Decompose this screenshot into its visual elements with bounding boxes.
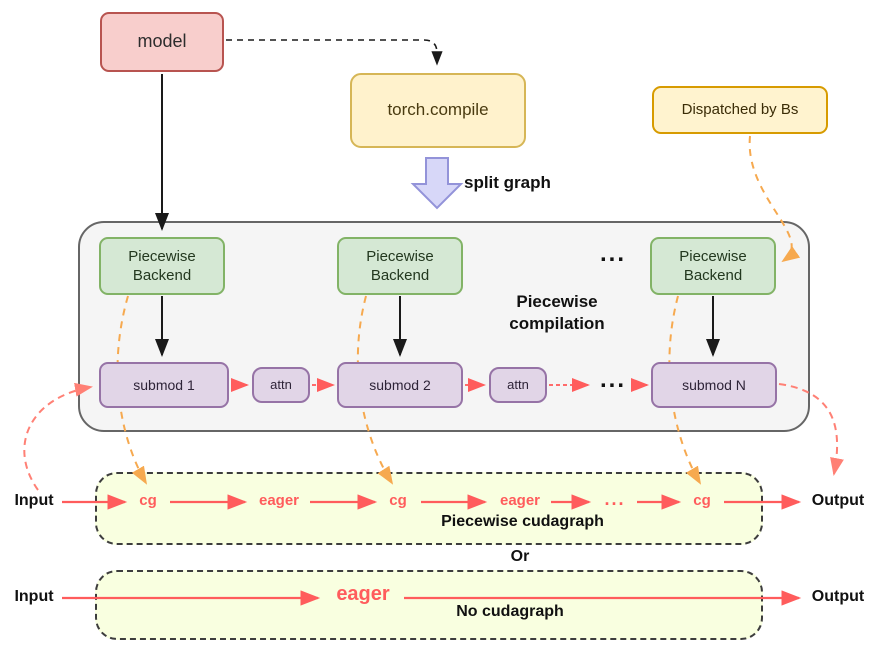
piecewise-backend-1-label: Piecewise Backend <box>128 247 196 285</box>
attn-1-node: attn <box>252 367 310 403</box>
model-node: model <box>100 12 224 72</box>
backend-row-ellipsis: ... <box>599 240 626 267</box>
submod-1-label: submod 1 <box>133 376 195 393</box>
torch-compile-node: torch.compile <box>350 73 526 148</box>
input-label-no-cudagraph-row: Input <box>14 588 54 605</box>
output-label-cudagraph-row: Output <box>811 492 865 509</box>
submod-n-label: submod N <box>682 376 746 393</box>
submod-2-node: submod 2 <box>337 362 463 408</box>
submod-2-label: submod 2 <box>369 376 431 393</box>
stage-cg-1: cg <box>139 492 157 509</box>
no-cudagraph-label: No cudagraph <box>456 603 564 620</box>
attn-1-label: attn <box>270 376 292 392</box>
submod-n-node: submod N <box>651 362 777 408</box>
split-graph-label: split graph <box>464 173 551 192</box>
piecewise-cudagraph-container <box>95 472 763 545</box>
attn-2-label: attn <box>507 376 529 392</box>
piecewise-cudagraph-label: Piecewise cudagraph <box>441 513 604 530</box>
piecewise-backend-1: Piecewise Backend <box>99 237 225 295</box>
arrow-model-to-torchcompile <box>226 39 443 66</box>
stage-cg-3: cg <box>693 492 711 509</box>
attn-2-node: attn <box>489 367 547 403</box>
submod-row-ellipsis: ... <box>599 366 626 393</box>
stage-ellipsis: ... <box>604 489 626 509</box>
no-cudagraph-container <box>95 570 763 640</box>
or-label: Or <box>510 548 530 565</box>
submod-1-node: submod 1 <box>99 362 229 408</box>
piecewise-backend-3-label: Piecewise Backend <box>679 247 747 285</box>
stage-eager-full: eager <box>336 583 390 605</box>
output-label-no-cudagraph-row: Output <box>811 588 865 605</box>
torch-compile-label: torch.compile <box>387 100 489 120</box>
piecewise-backend-2: Piecewise Backend <box>337 237 463 295</box>
split-graph-block-arrow-icon <box>410 157 464 210</box>
piecewise-compilation-title: Piecewise compilation <box>509 292 605 334</box>
input-label-cudagraph-row: Input <box>14 492 54 509</box>
dispatched-by-node: Dispatched by Bs <box>652 86 828 134</box>
dispatched-by-label: Dispatched by Bs <box>681 101 799 119</box>
model-label: model <box>137 31 187 52</box>
stage-eager-1: eager <box>258 492 300 509</box>
stage-eager-2: eager <box>499 492 541 509</box>
stage-cg-2: cg <box>389 492 407 509</box>
piecewise-backend-3: Piecewise Backend <box>650 237 776 295</box>
piecewise-backend-2-label: Piecewise Backend <box>366 247 434 285</box>
